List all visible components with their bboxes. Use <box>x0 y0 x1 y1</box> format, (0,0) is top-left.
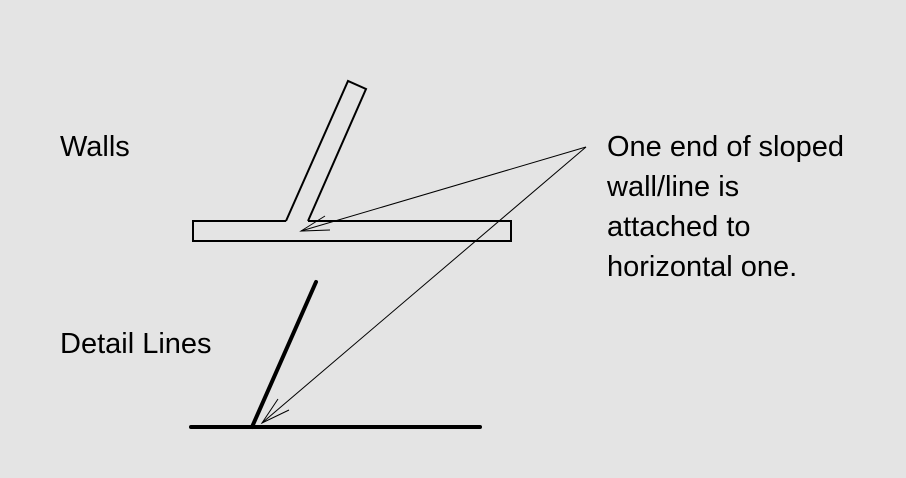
detail-lines-label: Detail Lines <box>60 328 212 360</box>
wall-drawing <box>192 79 512 242</box>
arrowhead-wall <box>299 215 331 232</box>
detail-lines-drawing <box>189 280 482 429</box>
sloped-detail-line <box>250 280 318 429</box>
leader-to-wall <box>300 146 587 232</box>
leader-to-line <box>261 146 587 424</box>
annotation-note: One end of sloped wall/line is attached … <box>607 127 844 287</box>
horizontal-wall <box>192 220 512 242</box>
walls-label: Walls <box>60 131 130 163</box>
note-line: wall/line is <box>607 171 740 203</box>
leader-arrows <box>260 146 587 425</box>
note-line: One end of sloped <box>607 131 845 163</box>
arrowhead-line <box>260 398 290 425</box>
sloped-wall <box>285 79 368 222</box>
note-line: horizontal one. <box>607 251 798 283</box>
note-line: attached to <box>607 211 751 243</box>
